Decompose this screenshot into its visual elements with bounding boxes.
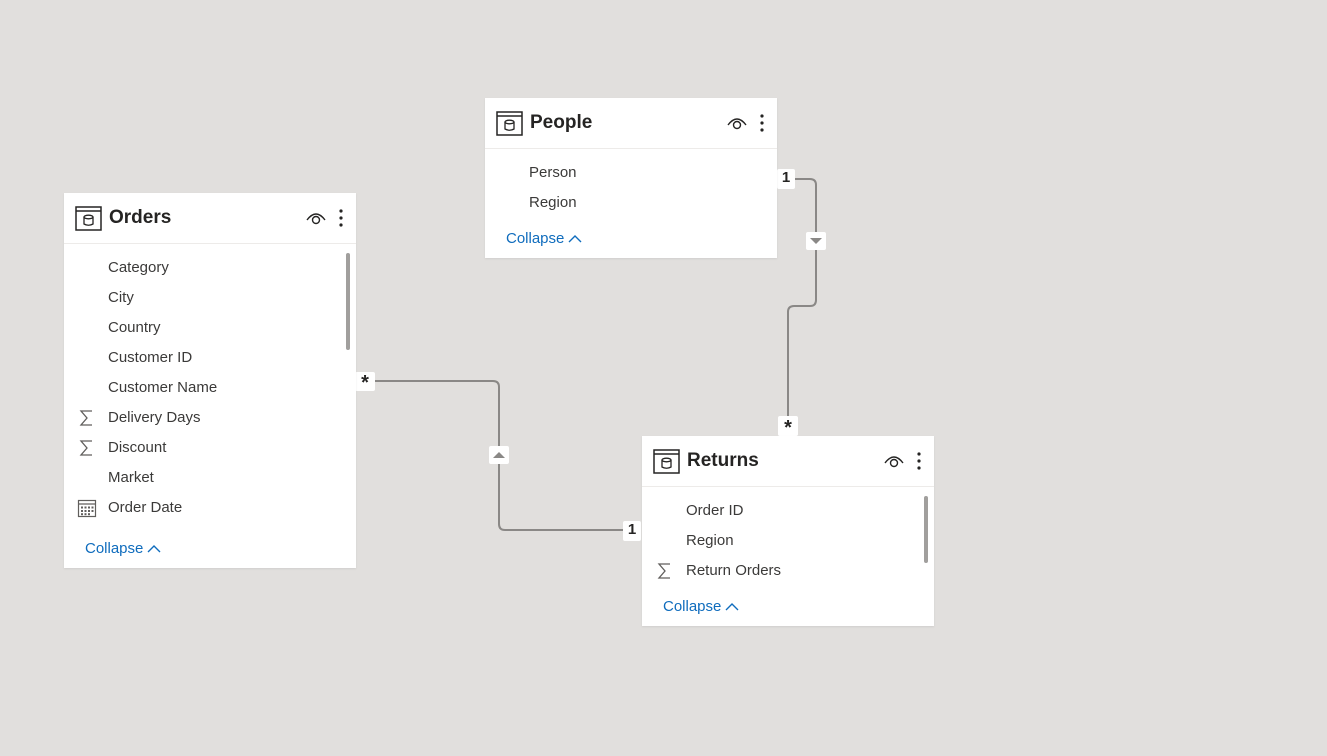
- field-label: Order ID: [686, 502, 744, 519]
- field-row[interactable]: Discount: [64, 434, 342, 464]
- collapse-button[interactable]: Collapse: [663, 598, 739, 615]
- field-row[interactable]: Customer Name: [64, 374, 342, 404]
- field-row[interactable]: Customer ID: [64, 344, 342, 374]
- table-icon: [75, 206, 102, 231]
- collapse-label: Collapse: [506, 230, 565, 247]
- returns-cardinality-label-from-orders: 1: [623, 521, 641, 541]
- up-arrow-icon[interactable]: [489, 446, 509, 464]
- returns-table-title: Returns: [687, 450, 759, 471]
- collapse-button[interactable]: Collapse: [506, 230, 582, 247]
- chevron-up-icon: [725, 603, 739, 611]
- more-options-icon[interactable]: [336, 207, 346, 229]
- people-table-card[interactable]: People Person Region Collapse: [485, 98, 777, 258]
- down-arrow-icon[interactable]: [806, 232, 826, 250]
- field-label: City: [108, 289, 134, 306]
- people-cardinality-label: 1: [777, 169, 795, 189]
- sigma-icon: [79, 410, 92, 426]
- returns-table-header[interactable]: Returns: [642, 436, 934, 487]
- collapse-label: Collapse: [663, 598, 722, 615]
- orders-table-title: Orders: [109, 207, 172, 228]
- field-row[interactable]: Market: [64, 464, 342, 494]
- returns-field-list[interactable]: Order ID Region Return Orders: [642, 497, 920, 587]
- field-label: Order Date: [108, 499, 183, 516]
- eye-icon[interactable]: [726, 114, 748, 132]
- sigma-icon: [657, 563, 670, 579]
- chevron-up-icon: [147, 545, 161, 553]
- orders-table-header[interactable]: Orders: [64, 193, 356, 244]
- field-row[interactable]: Region: [642, 527, 920, 557]
- field-row[interactable]: Category: [64, 254, 342, 284]
- field-row[interactable]: Region: [485, 189, 763, 219]
- field-row[interactable]: Return Orders: [642, 557, 920, 587]
- field-row[interactable]: Country: [64, 314, 342, 344]
- field-row[interactable]: Person: [485, 159, 763, 189]
- people-table-title: People: [530, 112, 593, 133]
- field-row[interactable]: Delivery Days: [64, 404, 342, 434]
- field-row[interactable]: City: [64, 284, 342, 314]
- scrollbar-thumb[interactable]: [924, 496, 928, 563]
- field-label: Customer Name: [108, 379, 218, 396]
- collapse-button[interactable]: Collapse: [85, 540, 161, 557]
- field-label: Delivery Days: [108, 409, 201, 426]
- orders-table-card[interactable]: Orders Category City Country Custome: [64, 193, 356, 568]
- more-options-icon[interactable]: [757, 112, 767, 134]
- calendar-icon: [77, 499, 97, 518]
- people-field-list: Person Region: [485, 159, 763, 219]
- people-table-header[interactable]: People: [485, 98, 777, 149]
- eye-icon[interactable]: [305, 209, 327, 227]
- field-label: Region: [529, 194, 577, 211]
- field-label: Category: [108, 259, 169, 276]
- returns-cardinality-label-from-people: *: [778, 416, 798, 439]
- orders-cardinality-label: *: [355, 372, 375, 394]
- table-icon: [496, 111, 523, 136]
- field-label: Market: [108, 469, 154, 486]
- returns-table-card[interactable]: Returns Order ID Region Retur: [642, 436, 934, 626]
- table-icon: [653, 449, 680, 474]
- field-label: Region: [686, 532, 734, 549]
- field-label: Customer ID: [108, 349, 193, 366]
- sigma-icon: [79, 440, 92, 456]
- eye-icon[interactable]: [883, 452, 905, 470]
- more-options-icon[interactable]: [914, 450, 924, 472]
- field-label: Return Orders: [686, 562, 782, 579]
- field-row[interactable]: Order ID: [642, 497, 920, 527]
- orders-field-list[interactable]: Category City Country Customer ID Custom…: [64, 254, 342, 524]
- chevron-up-icon: [568, 235, 582, 243]
- field-label: Country: [108, 319, 161, 336]
- field-label: Discount: [108, 439, 167, 456]
- collapse-label: Collapse: [85, 540, 144, 557]
- field-row[interactable]: Order Date: [64, 494, 342, 524]
- field-label: Person: [529, 164, 577, 181]
- people-returns-relationship-line: [787, 178, 817, 416]
- scrollbar-thumb[interactable]: [346, 253, 350, 350]
